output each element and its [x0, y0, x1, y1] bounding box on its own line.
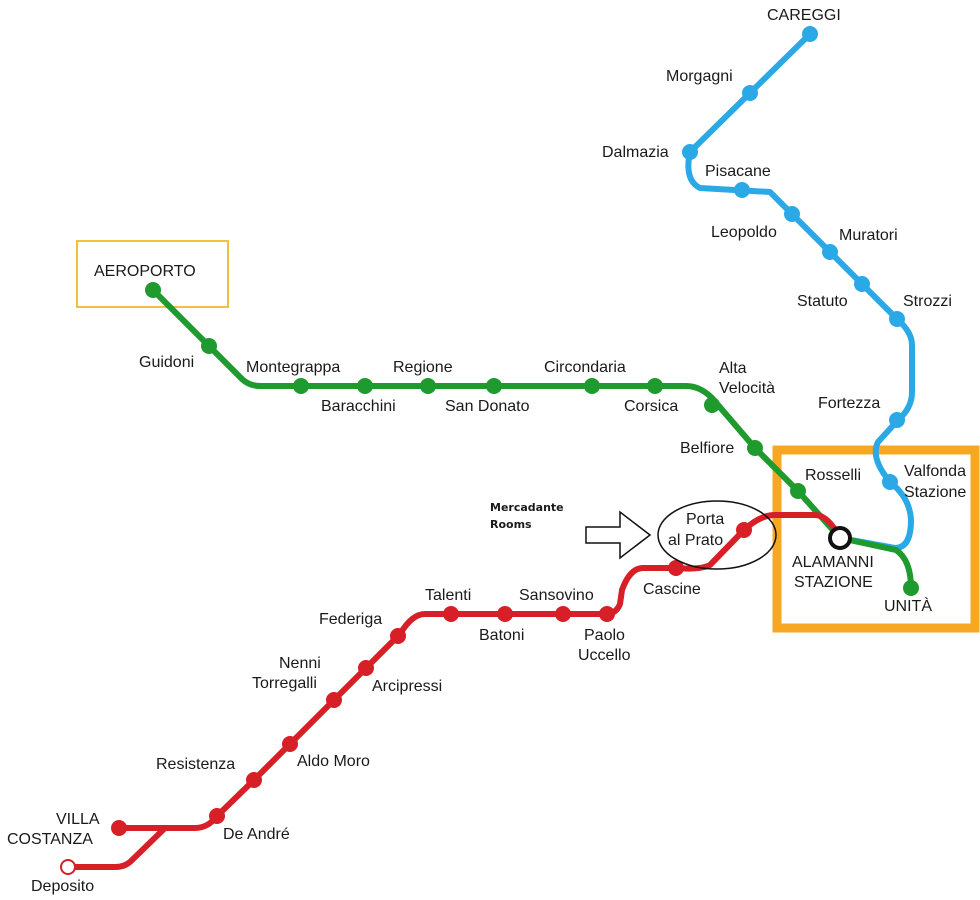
station-dot-guidoni[interactable]: [201, 338, 217, 354]
station-label-aldo-moro: Aldo Moro: [297, 753, 370, 770]
station-dot-paolo-uccello[interactable]: [599, 606, 615, 622]
station-label-alta-velocita-line2: Velocità: [719, 380, 775, 397]
station-dot-federiga[interactable]: [390, 628, 406, 644]
station-dot-morgagni[interactable]: [742, 85, 758, 101]
station-dot-arcipressi[interactable]: [358, 660, 374, 676]
station-dot-regione[interactable]: [420, 378, 436, 394]
arrow-right-icon: [585, 510, 652, 560]
station-label-careggi: CAREGGI: [767, 7, 841, 24]
station-dot-sansovino[interactable]: [555, 606, 571, 622]
station-label-pisacane: Pisacane: [705, 163, 771, 180]
station-dot-talenti[interactable]: [443, 606, 459, 622]
station-dot-batoni[interactable]: [497, 606, 513, 622]
station-label-de-andre: De André: [223, 826, 290, 843]
station-dot-pisacane[interactable]: [734, 182, 750, 198]
station-dot-strozzi[interactable]: [889, 311, 905, 327]
red-line-path: [116, 512, 843, 831]
station-dot-villa-costanza[interactable]: [111, 820, 127, 836]
station-dot-baracchini[interactable]: [357, 378, 373, 394]
station-dot-de-andre[interactable]: [209, 808, 225, 824]
airport-label-box: [76, 240, 229, 308]
station-label-valfonda-line2: Stazione: [904, 484, 966, 501]
station-label-baracchini: Baracchini: [321, 398, 396, 415]
station-dot-alta-velocita[interactable]: [704, 397, 720, 413]
station-label-morgagni: Morgagni: [666, 68, 733, 85]
station-label-belfiore: Belfiore: [680, 440, 734, 457]
blue-line-stations: [682, 26, 905, 490]
station-label-deposito: Deposito: [31, 878, 94, 895]
station-label-san-donato: San Donato: [445, 398, 530, 415]
station-label-paolo-uccello-line2: Uccello: [578, 647, 631, 664]
station-label-circondaria: Circondaria: [544, 359, 626, 376]
station-label-nenni-line2: Torregalli: [252, 675, 317, 692]
station-dot-porta-al-prato[interactable]: [736, 522, 752, 538]
station-label-leopoldo: Leopoldo: [711, 224, 777, 241]
station-label-corsica: Corsica: [624, 398, 678, 415]
green-line-stations: [145, 282, 919, 596]
station-label-regione: Regione: [393, 359, 453, 376]
station-dot-aeroporto[interactable]: [145, 282, 161, 298]
station-dot-belfiore[interactable]: [747, 440, 763, 456]
station-label-dalmazia: Dalmazia: [602, 144, 669, 161]
station-label-villa-costanza-line2: COSTANZA: [7, 831, 93, 848]
blue-line-path: [685, 31, 915, 551]
station-label-aeroporto: AEROPORTO: [94, 263, 196, 280]
station-dot-nenni-torregalli[interactable]: [326, 692, 342, 708]
station-label-unita: UNITÀ: [884, 596, 932, 615]
station-label-cascine: Cascine: [643, 581, 701, 598]
station-label-nenni-line1: Nenni: [279, 655, 321, 672]
station-dot-san-donato[interactable]: [486, 378, 502, 394]
station-dot-unita[interactable]: [903, 580, 919, 596]
station-label-alamanni-line1: ALAMANNI: [792, 554, 874, 571]
station-dot-circondaria[interactable]: [584, 378, 600, 394]
station-label-guidoni: Guidoni: [139, 354, 194, 371]
green-line-path: [150, 287, 914, 591]
station-label-sansovino: Sansovino: [519, 587, 594, 604]
porta-al-prato-highlight-ellipse: [657, 500, 777, 570]
red-line-stations: [111, 522, 752, 836]
station-label-rosselli: Rosselli: [805, 467, 861, 484]
station-label-alamanni-line2: STAZIONE: [794, 574, 873, 591]
station-label-porta-al-prato-line2: al Prato: [668, 532, 723, 549]
station-dot-deposito[interactable]: [60, 859, 76, 875]
station-label-federiga: Federiga: [319, 611, 382, 628]
station-dot-statuto[interactable]: [854, 276, 870, 292]
station-label-batoni: Batoni: [479, 627, 524, 644]
station-label-villa-costanza-line1: VILLA: [56, 811, 100, 828]
station-dot-corsica[interactable]: [647, 378, 663, 394]
station-label-arcipressi: Arcipressi: [372, 678, 442, 695]
station-label-resistenza: Resistenza: [156, 756, 235, 773]
station-dot-aldo-moro[interactable]: [282, 736, 298, 752]
station-label-talenti: Talenti: [425, 587, 471, 604]
station-dot-fortezza[interactable]: [889, 412, 905, 428]
station-dot-dalmazia[interactable]: [682, 144, 698, 160]
station-label-muratori: Muratori: [839, 227, 898, 244]
annotation-text-line2: Rooms: [490, 518, 532, 531]
station-dot-alamanni-stazione[interactable]: [828, 526, 852, 550]
station-label-paolo-uccello-line1: Paolo: [584, 627, 625, 644]
annotation-text-line1: Mercadante: [490, 501, 564, 514]
station-label-porta-al-prato-line1: Porta: [686, 511, 724, 528]
station-dot-muratori[interactable]: [822, 244, 838, 260]
station-dot-rosselli[interactable]: [790, 483, 806, 499]
station-label-valfonda-line1: Valfonda: [904, 463, 966, 480]
station-dot-resistenza[interactable]: [246, 772, 262, 788]
station-label-statuto: Statuto: [797, 293, 848, 310]
station-label-strozzi: Strozzi: [903, 293, 952, 310]
station-dot-valfonda[interactable]: [882, 474, 898, 490]
station-dot-leopoldo[interactable]: [784, 206, 800, 222]
station-label-alta-velocita-line1: Alta: [719, 360, 747, 377]
station-dot-cascine[interactable]: [668, 560, 684, 576]
station-dot-montegrappa[interactable]: [293, 378, 309, 394]
station-label-fortezza: Fortezza: [818, 395, 880, 412]
red-line-deposito-branch: [65, 825, 168, 870]
station-label-montegrappa: Montegrappa: [246, 359, 340, 376]
station-dot-careggi[interactable]: [802, 26, 818, 42]
